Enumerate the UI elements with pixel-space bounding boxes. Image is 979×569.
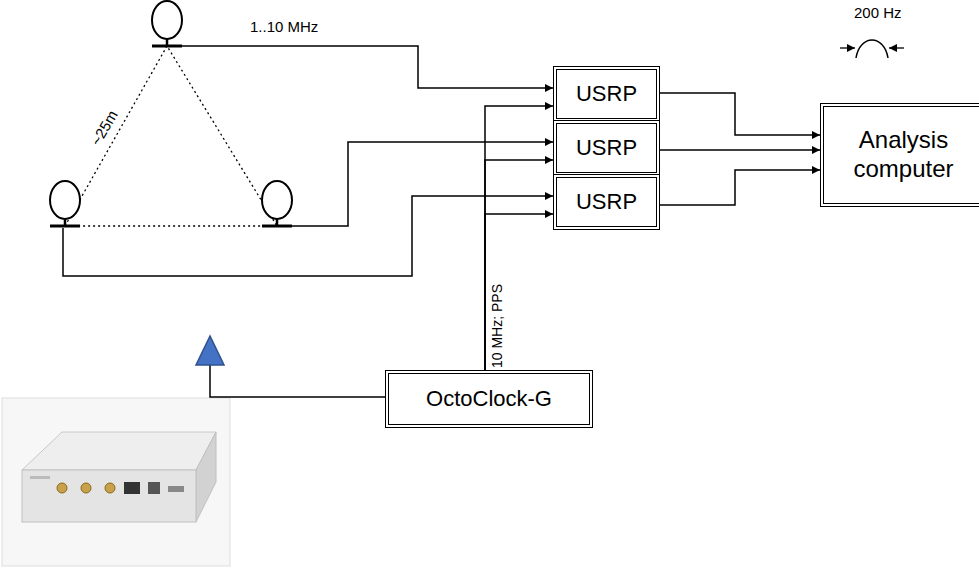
computer-box: Analysis computer <box>820 103 979 207</box>
device-photo <box>2 398 230 566</box>
signal-connector <box>485 214 553 370</box>
node-text: OctoClock-G <box>426 386 552 412</box>
gps-feed <box>210 365 385 397</box>
baseline-triangle <box>65 46 277 226</box>
device-port <box>81 483 91 493</box>
antenna-feed <box>182 46 553 88</box>
device-switch <box>168 486 184 492</box>
device-port <box>57 483 67 493</box>
signal-connector <box>660 170 820 205</box>
antenna-base <box>262 225 292 228</box>
device-front <box>22 470 196 522</box>
loop-antenna <box>50 181 80 226</box>
antenna-loop <box>262 181 292 219</box>
node-text: USRP <box>576 135 637 161</box>
receiver-box: USRP <box>553 174 660 230</box>
signal-connector <box>660 93 820 135</box>
loop-antenna <box>262 181 292 226</box>
receiver-box: USRP <box>553 66 660 122</box>
signal-connector <box>485 106 553 370</box>
device-side <box>196 432 216 522</box>
photo-frame <box>2 398 230 566</box>
bandwidth-label: 200 Hz <box>852 4 904 21</box>
antenna-base <box>50 225 80 228</box>
signal-connector <box>485 160 553 370</box>
frequency-label: 1..10 MHz <box>248 18 320 35</box>
signal-connector <box>660 149 820 151</box>
passband-curve <box>856 40 888 58</box>
bandwidth-symbol <box>840 40 904 58</box>
gps-antenna <box>196 336 224 365</box>
connector-layer <box>485 93 820 370</box>
device-connector <box>148 482 160 494</box>
antenna-loop <box>50 181 80 219</box>
bandwidth-arrow <box>840 47 855 48</box>
receiver-box: USRP <box>553 120 660 176</box>
antenna-loop <box>152 1 182 39</box>
device-connector <box>124 482 140 494</box>
node-text: USRP <box>576 81 637 107</box>
node-text: USRP <box>576 189 637 215</box>
device-port <box>105 483 115 493</box>
loop-antenna <box>152 1 182 46</box>
distance-label: ~25m <box>86 106 122 151</box>
antenna-base <box>152 45 182 48</box>
signal-label: 10 MHz; PPS <box>489 282 505 370</box>
clock-box: OctoClock-G <box>385 370 593 428</box>
node-text: Analysis computer <box>824 126 979 184</box>
antenna-feed <box>63 196 553 276</box>
bandwidth-arrow <box>889 47 904 48</box>
device-logo <box>30 476 50 479</box>
device-top <box>22 432 216 470</box>
